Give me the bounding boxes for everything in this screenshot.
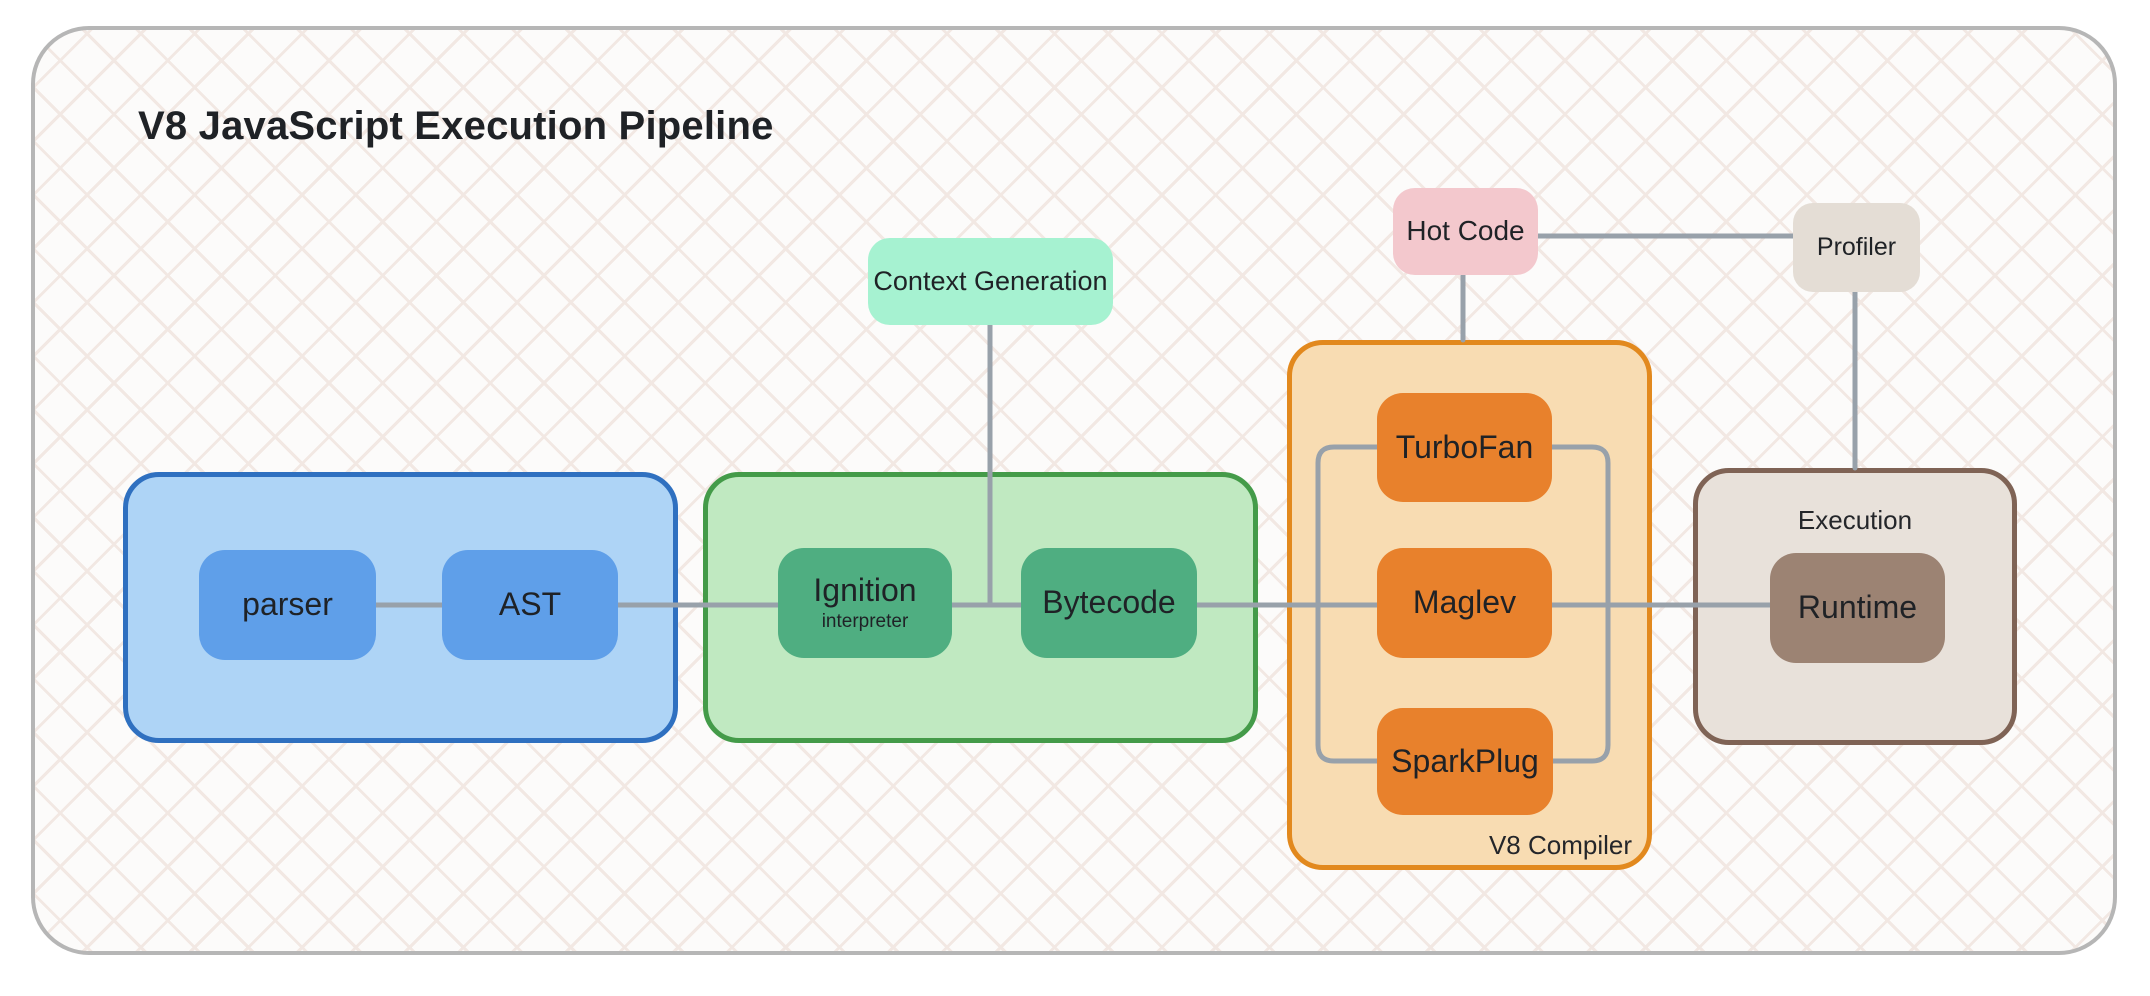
node-profiler-label: Profiler [1816, 232, 1897, 261]
node-context-generation-label: Context Generation [873, 265, 1108, 296]
node-turbofan: TurboFan [1377, 393, 1552, 502]
node-parser: parser [199, 550, 376, 660]
node-maglev-label: Maglev [1412, 584, 1517, 621]
node-bytecode-label: Bytecode [1042, 584, 1176, 621]
group-v8-compiler-label: V8 Compiler [1488, 830, 1632, 860]
node-bytecode: Bytecode [1021, 548, 1197, 658]
edge-compiler-right-loop [1549, 444, 1611, 764]
node-runtime-label: Runtime [1797, 589, 1918, 626]
diagram-title: V8 JavaScript Execution Pipeline [138, 104, 774, 148]
node-sparkplug-label: SparkPlug [1391, 742, 1539, 779]
node-context-generation: Context Generation [868, 238, 1113, 325]
node-ignition-label: Ignition [813, 572, 917, 609]
node-ignition: Ignition interpreter [778, 548, 952, 658]
node-maglev: Maglev [1377, 548, 1552, 658]
node-parser-label: parser [242, 586, 333, 623]
node-turbofan-label: TurboFan [1395, 428, 1534, 465]
node-profiler: Profiler [1793, 203, 1920, 292]
node-ast-label: AST [498, 586, 562, 623]
node-ignition-sublabel: interpreter [821, 610, 909, 632]
group-execution-label: Execution [1797, 505, 1913, 535]
node-sparkplug: SparkPlug [1377, 708, 1553, 815]
node-ast: AST [442, 550, 618, 660]
edge-compiler-left-loop [1315, 444, 1380, 764]
node-hot-code: Hot Code [1393, 188, 1538, 275]
node-runtime: Runtime [1770, 553, 1945, 663]
node-hot-code-label: Hot Code [1406, 215, 1525, 247]
